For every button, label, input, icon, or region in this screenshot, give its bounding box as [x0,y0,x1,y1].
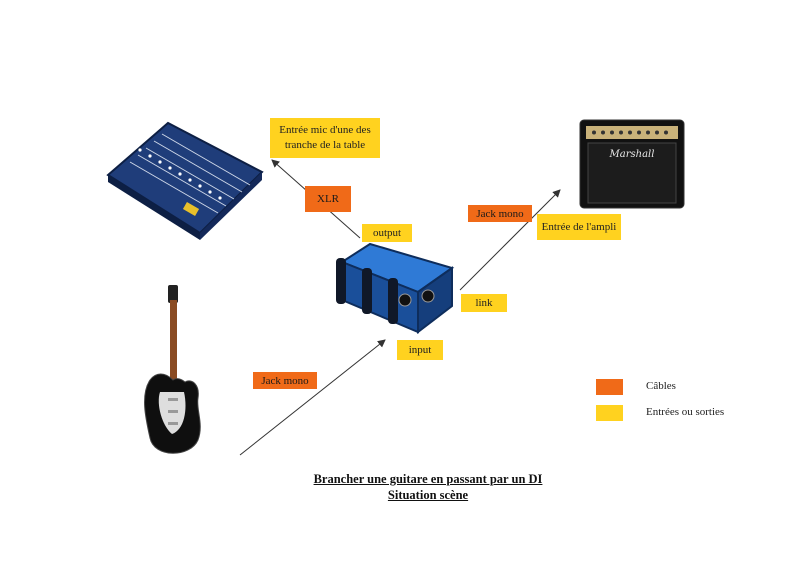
amp-brand: Marshall [609,149,655,160]
caption-line-2: Situation scène [387,488,469,502]
mixer-icon [106,121,264,240]
legend-swatch-io [596,405,623,421]
guitar-icon [144,285,201,454]
caption-line-1: Brancher une guitare en passant par un D… [313,472,543,486]
arrow-guitar-to-di [239,339,386,456]
label-amp-input: Entrée de l'ampli [537,214,621,240]
amp-icon: Marshall [579,119,685,209]
di-box-icon [336,242,455,335]
label-link: link [461,294,507,312]
label-jack-mono-bottom: Jack mono [253,372,317,389]
label-xlr-cable: XLR [305,186,351,212]
legend-label-io: Entrées ou sorties [646,406,725,418]
label-jack-mono-top: Jack mono [468,205,532,222]
label-mixer-input: Entrée mic d'une des tranche de la table [270,118,380,158]
arrow-di-to-amp [459,189,561,291]
label-input: input [397,340,443,360]
legend-label-cables: Câbles [646,380,676,392]
label-output: output [362,224,412,242]
legend-swatch-cables [596,379,623,395]
